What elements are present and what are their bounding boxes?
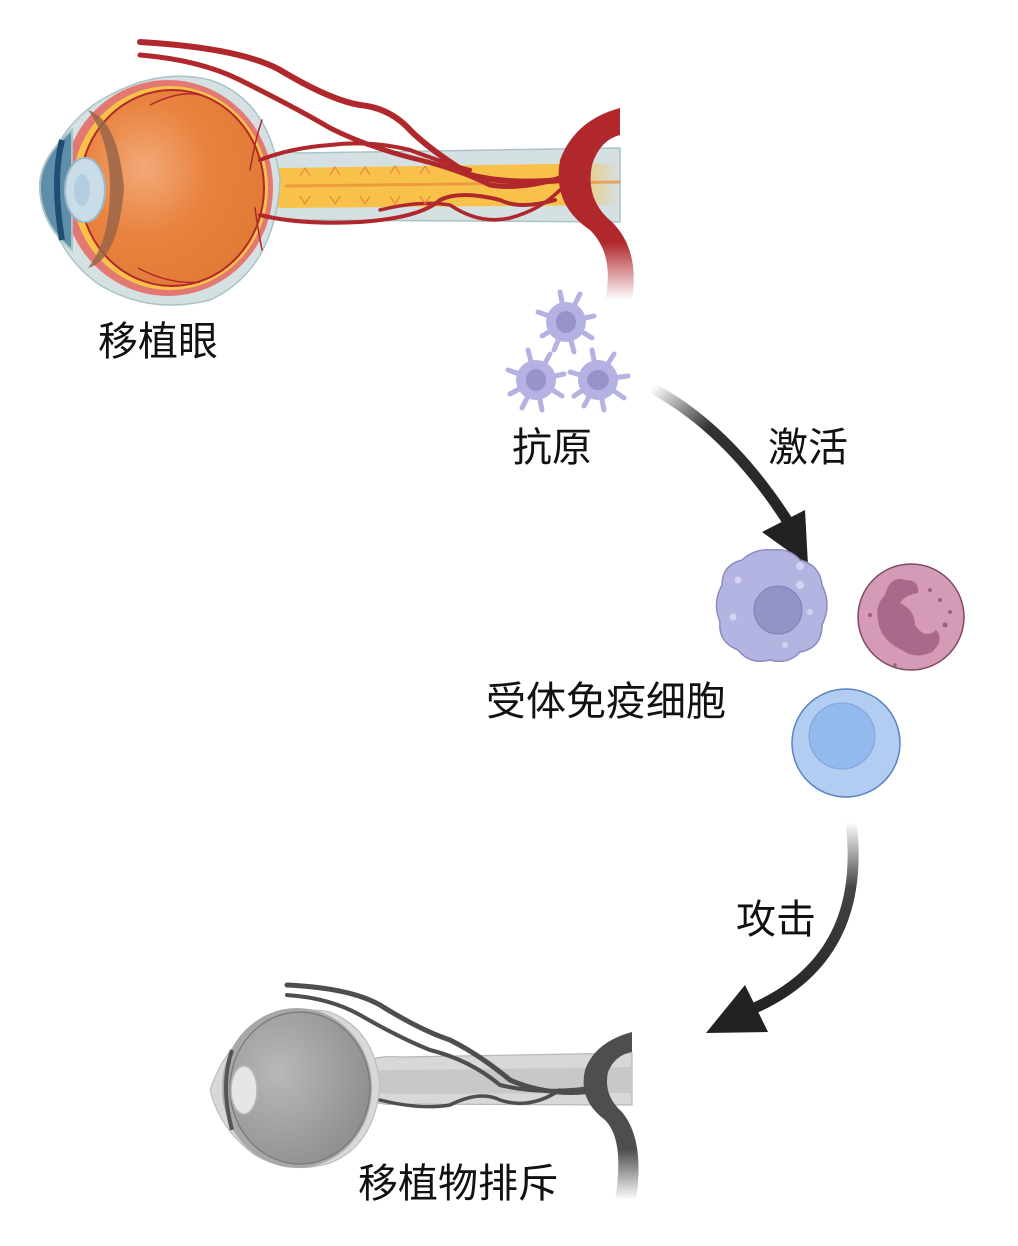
attack-edge-label: 攻击 (736, 897, 816, 943)
rejection-label: 移植物排斥 (358, 1161, 558, 1207)
attack-arrow (706, 821, 859, 1033)
arrowhead (706, 985, 768, 1033)
arrowhead (762, 510, 808, 565)
macrophage-cell (715, 548, 828, 663)
dendritic-cell (535, 289, 597, 355)
lymphocyte-cell (791, 688, 901, 798)
central-artery (558, 108, 634, 300)
immune-cells (715, 548, 965, 798)
ciliary-body (88, 110, 124, 268)
neutrophil-cell (857, 563, 965, 671)
antigen-cells (505, 289, 631, 413)
vitreous-body (79, 89, 265, 287)
dendritic-cell (505, 347, 567, 413)
activation-arrow (649, 383, 808, 565)
antigen-label: 抗原 (512, 425, 592, 471)
dendritic-cell (567, 347, 631, 413)
donor-eye-illustration (38, 39, 634, 306)
rejected-eye-illustration (209, 982, 639, 1200)
activation-edge-label: 激活 (768, 425, 848, 471)
donor-eye-label: 移植眼 (98, 319, 218, 365)
blood-vessels (137, 39, 563, 251)
immune-cells-label: 受体免疫细胞 (486, 679, 726, 725)
